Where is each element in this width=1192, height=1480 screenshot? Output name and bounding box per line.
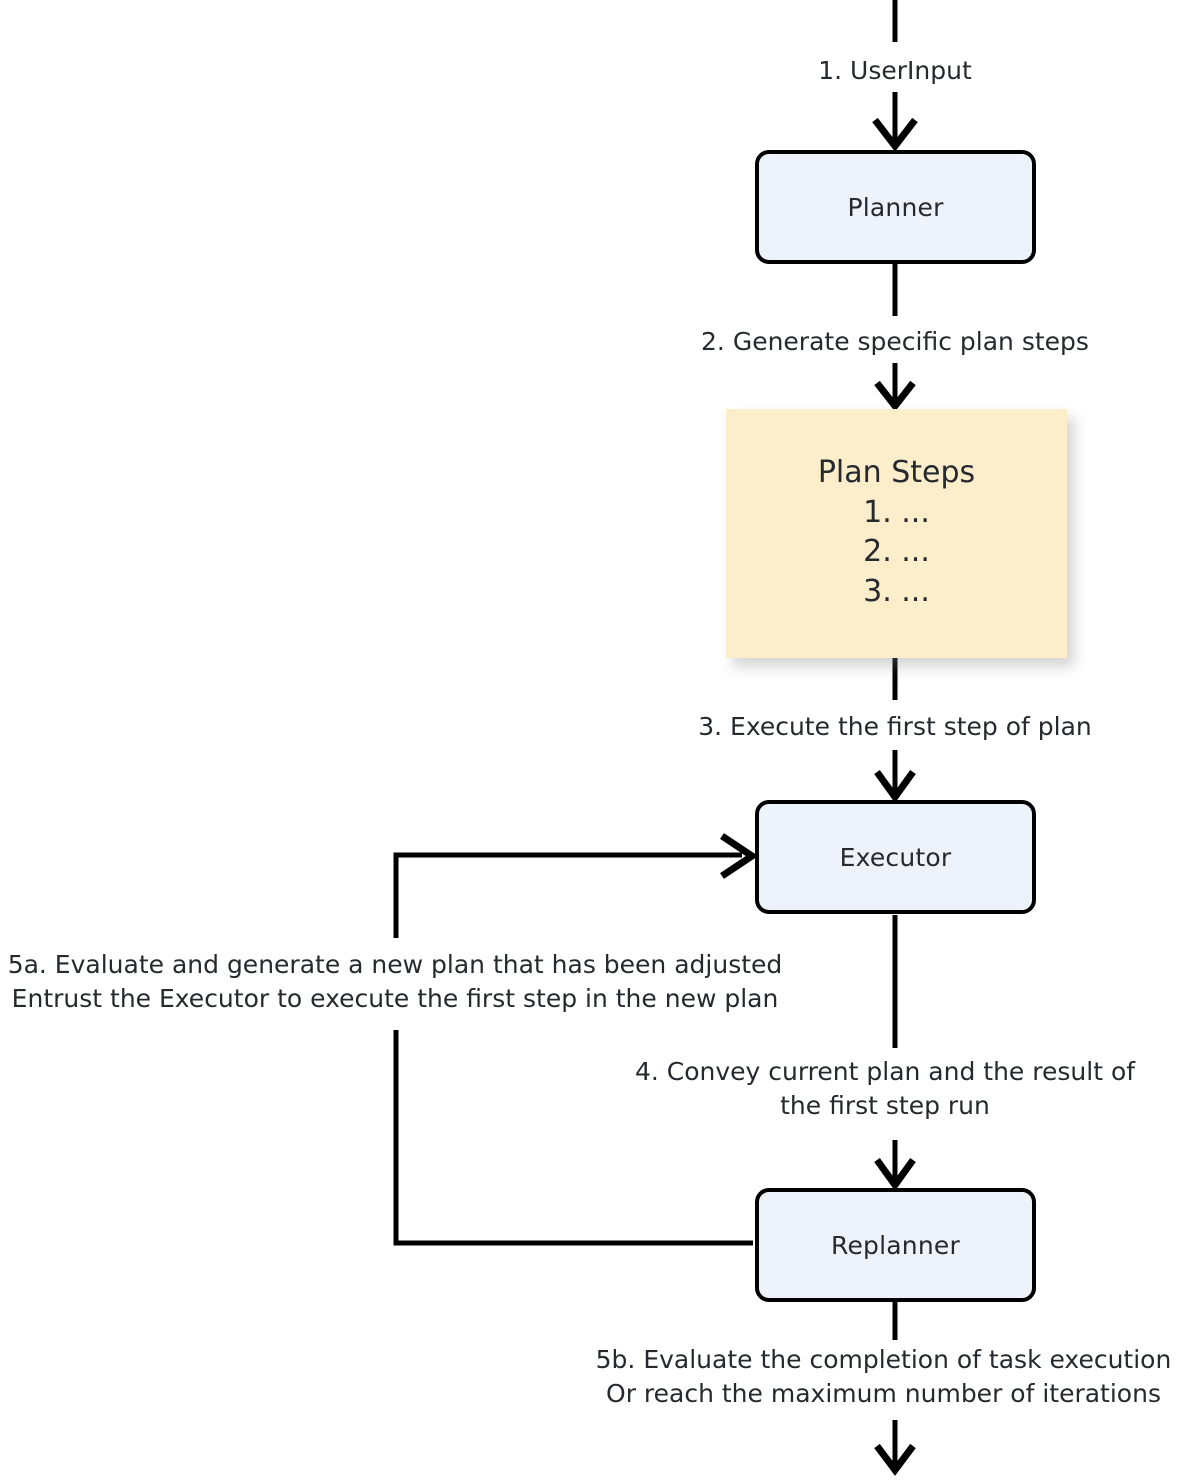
edge-replanner-to-executor-loop-lower — [393, 1030, 753, 1246]
plan-steps-item-3: 3. ... — [863, 573, 930, 609]
edge-label-execute-first-step: 3. Execute the first step of plan — [698, 712, 1092, 741]
edge-replanner-to-executor-loop-upper — [393, 852, 742, 938]
edge-label-user-input: 1. UserInput — [818, 56, 972, 85]
node-planner-label: Planner — [847, 192, 944, 222]
node-replanner-label: Replanner — [831, 1230, 960, 1260]
arrow-down-icon-executor — [874, 769, 916, 803]
plan-steps-title: Plan Steps — [817, 455, 976, 491]
node-executor-label: Executor — [839, 842, 952, 872]
edge-label-convey-result: 4. Convey current plan and the result of… — [634, 1057, 1136, 1120]
node-planner[interactable]: Planner — [755, 150, 1036, 264]
node-plan-steps[interactable]: Plan Steps 1. ... 2. ... 3. ... — [726, 409, 1067, 658]
arrow-right-icon-executor — [720, 833, 759, 879]
edge-label-generate-plan: 2. Generate specific plan steps — [701, 327, 1089, 356]
node-replanner[interactable]: Replanner — [755, 1188, 1036, 1302]
edge-label-finish: 5b. Evaluate the completion of task exec… — [595, 1345, 1172, 1408]
plan-steps-item-1: 1. ... — [863, 494, 930, 530]
arrow-down-icon-exit — [874, 1443, 916, 1476]
arrow-down-icon-planner — [872, 117, 918, 152]
arrow-down-icon-plansteps — [874, 380, 916, 412]
arrow-down-icon-replanner — [874, 1157, 916, 1191]
edge-label-replan-loop: 5a. Evaluate and generate a new plan tha… — [7, 950, 783, 1013]
plan-steps-item-2: 2. ... — [863, 534, 930, 570]
node-executor[interactable]: Executor — [755, 800, 1036, 914]
